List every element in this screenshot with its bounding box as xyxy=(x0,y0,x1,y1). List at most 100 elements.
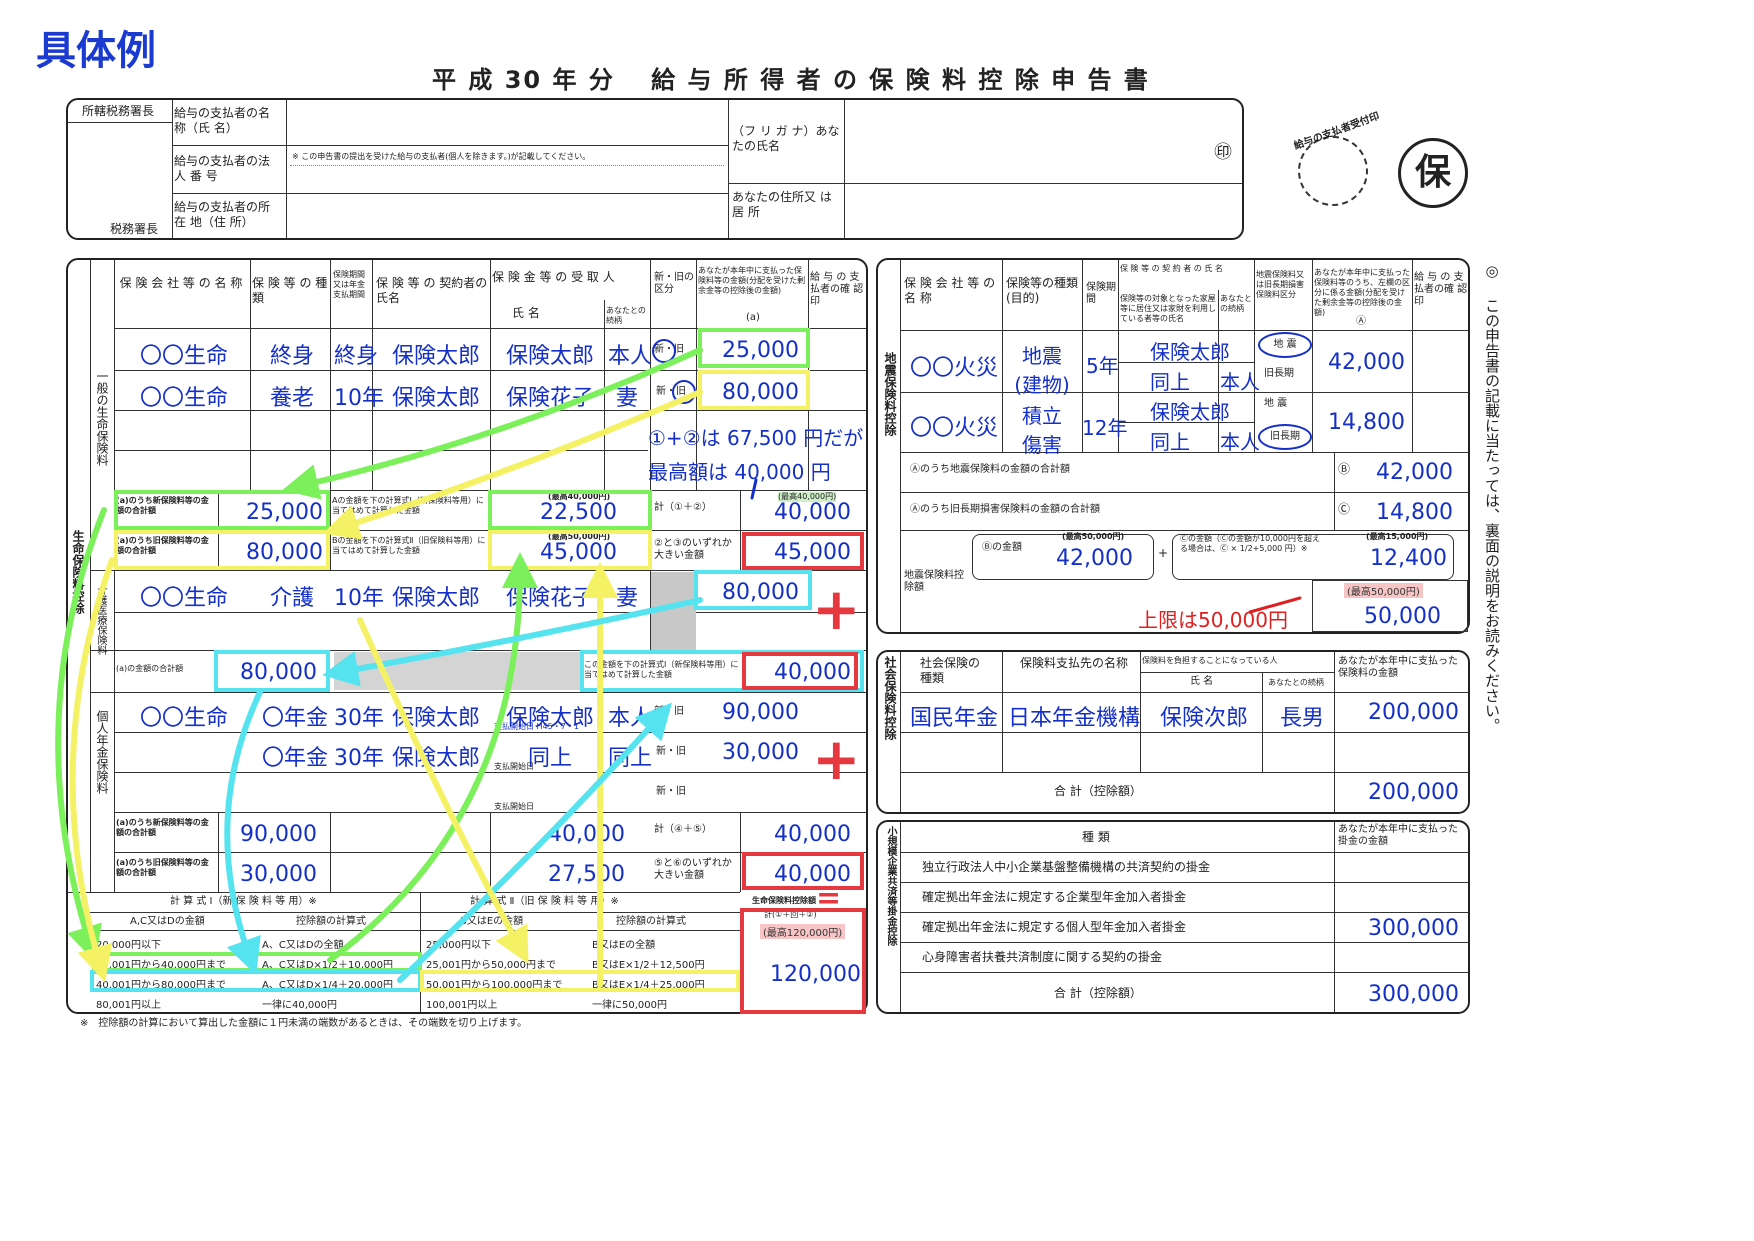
larger56-label: ⑤と⑥のいずれか大きい金額 xyxy=(654,858,732,881)
eq-row-type: 地震(建物) xyxy=(1014,344,1070,397)
eq-c-rule: Ⓒの金額（Ⓒの金額が10,000円を超える場合は、Ⓒ × 1/2+5,000 円… xyxy=(1180,534,1320,553)
col-confirm: 給 与 の 支払者の確 認 印 xyxy=(810,272,864,307)
calc-footnote: ※ 控除額の計算において算出した金額に１円未満の端数があるときは、その端数を切り… xyxy=(80,1018,528,1029)
payer-number-field[interactable] xyxy=(290,165,724,192)
pension-row-recipient: 同上 xyxy=(528,746,573,771)
eq-col-type: 保険等の種類(目的) xyxy=(1006,276,1079,305)
formula2-label: Bの金額を下の計算式Ⅱ（旧保険料等用）に当てはめて計算した金額 xyxy=(332,536,486,555)
eq-col-a: Ⓐ xyxy=(1356,316,1366,327)
eq-b-value: 42,000 xyxy=(1376,460,1453,485)
general-row-type: 終身 xyxy=(270,344,315,369)
sum-new-label: (a)のうち新保険料等の金額の合計額 xyxy=(116,496,209,515)
care-row-contractor: 保険太郎 xyxy=(392,586,481,611)
pension-row-amount: 90,000 xyxy=(722,700,799,725)
header-box xyxy=(66,98,1244,240)
larger-label: ②と③のいずれか大きい金額 xyxy=(654,538,732,561)
highlight-yellow-2 xyxy=(488,530,652,570)
tax-office-label: 所轄税務署長 xyxy=(82,104,155,118)
eq-plus-label: + xyxy=(1158,546,1169,560)
small-enterprise-box xyxy=(876,820,1470,1014)
general-row-amount: 80,000 xyxy=(722,380,799,405)
max-50000: (最高50,000円) xyxy=(548,532,611,541)
care-label: 介護医療保険料 xyxy=(95,585,106,655)
eq-col-relation: あなたとの続柄 xyxy=(1220,294,1252,313)
eq-row-amount: 42,000 xyxy=(1328,350,1405,375)
col-a: (a) xyxy=(746,312,760,323)
eq-row-kind1: 地 震 xyxy=(1264,398,1288,409)
small-row-label: 確定拠出年金法に規定する企業型年金加入者掛金 xyxy=(922,890,1187,904)
eq-total-cell xyxy=(1312,580,1468,632)
eq-row-period: 5年 xyxy=(1086,354,1119,378)
pension-row-company: 〇〇生命 xyxy=(140,706,229,731)
sum12-label: 計（①＋②） xyxy=(654,502,712,513)
small-section-label: 小規模企業共済等掛金控除 xyxy=(885,826,896,946)
eq-col-contractor: 保 険 等 の 契 約 者 の 氏 名 xyxy=(1120,264,1223,273)
pension-row-recipient: 保険太郎 xyxy=(506,706,595,731)
eq-b-box xyxy=(972,534,1154,580)
care-row-company: 〇〇生命 xyxy=(140,586,229,611)
eq-col-company: 保 険 会 社 等 の 名 称 xyxy=(904,276,996,305)
small-col-kind: 種 類 xyxy=(1082,830,1110,844)
equals-icon: = xyxy=(816,881,842,916)
value-i: 45,000 xyxy=(774,540,851,565)
value-ha: 40,000 xyxy=(774,862,851,887)
pension-row-period: 30年 xyxy=(334,746,384,771)
pension-row-period: 30年 xyxy=(334,706,384,731)
eq-row-relation: 本人 xyxy=(1220,370,1260,394)
small-row-label: 確定拠出年金法に規定する個人型年金加入者掛金 xyxy=(922,920,1187,934)
highlight-yellow-b xyxy=(114,530,330,570)
plus-icon: + xyxy=(812,725,861,793)
pension-row-start: 支払開始日 H45・7・1 xyxy=(494,722,579,731)
eq-row-company: 〇〇火災 xyxy=(910,416,999,441)
general-row-type: 養老 xyxy=(270,386,315,411)
eq-row-resident: 同上 xyxy=(1150,430,1190,454)
general-row-contractor: 保険太郎 xyxy=(392,344,481,369)
highlight-green-1 xyxy=(488,490,652,530)
note-line-1: ①+②は 67,500 円だが xyxy=(648,426,864,450)
max-40000-3: (最高40,000円) xyxy=(778,492,837,502)
calc-title-1: 計 算 式 Ⅰ（新 保 険 料 等 用）※ xyxy=(170,896,317,907)
eq-b-final: 42,000 xyxy=(1056,546,1133,571)
eq-limit-note: 上限は50,000円 xyxy=(1138,608,1288,632)
general-row-amount: 25,000 xyxy=(722,338,799,363)
plus-icon: + xyxy=(812,575,861,643)
small-total-value: 300,000 xyxy=(1368,982,1459,1007)
eq-col-kind: 地震保険料又は旧長期損害保険料区分 xyxy=(1256,270,1304,299)
calc-header-formula: 控除額の計算式 xyxy=(616,916,686,927)
social-total-label: 合 計（控除額） xyxy=(1054,784,1142,798)
col-type: 保 険 等 の 種 類 xyxy=(252,276,328,305)
col-contractor: 保 険 等 の 契約者の氏名 xyxy=(376,276,488,305)
general-row-recipient: 保険太郎 xyxy=(506,344,595,369)
small-total-label: 合 計（控除額） xyxy=(1054,986,1142,1000)
furigana-label: （フ リ ガ ナ）あなたの氏名 xyxy=(732,124,840,153)
eq-row-kind1: 地 震 xyxy=(1258,332,1312,358)
social-row-payee: 日本年金機構 xyxy=(1008,706,1141,731)
eq-max-50000: (最高50,000円) xyxy=(1062,532,1125,541)
payer-number-label: 給与の支払者の法 人 番 号 xyxy=(174,154,271,183)
col-relation: あなたとの続柄 xyxy=(606,306,646,325)
care-sum-label: (a)の金額の合計額 xyxy=(116,664,184,673)
general-row-contractor: 保険太郎 xyxy=(392,386,481,411)
ho-mark: 保 xyxy=(1398,138,1468,208)
care-row-period: 10年 xyxy=(334,586,384,611)
social-row-name: 保険次郎 xyxy=(1160,706,1249,731)
general-row-company: 〇〇生命 xyxy=(140,344,229,369)
highlight-red-ha xyxy=(742,852,864,890)
formula1-label: Aの金額を下の計算式Ⅰ（新保険料等用）に当てはめて計算した金額 xyxy=(332,496,484,515)
newold-circle xyxy=(652,339,676,363)
page-title: 平 成 30 年 分 給 与 所 得 者 の 保 険 料 控 除 申 告 書 xyxy=(432,66,1150,94)
sum-old-label: (a)のうち旧保険料等の金額の合計額 xyxy=(116,536,209,555)
address-label: あなたの住所又 は 居 所 xyxy=(732,190,832,219)
social-col-name: 氏 名 xyxy=(1190,676,1214,687)
small-row-label: 心身障害者扶養共済制度に関する契約の掛金 xyxy=(922,950,1163,964)
eq-row-type: 積立傷害 xyxy=(1022,404,1062,457)
note-line-2: 最高額は 40,000 円 xyxy=(648,460,831,484)
receipt-stamp xyxy=(1298,136,1368,206)
eq-row-kind2: 旧長期 xyxy=(1264,368,1294,379)
heading: 具体例 xyxy=(36,28,156,74)
side-note: ◎ この申告書の記載に当たっては、裏面の説明をお読みください。 xyxy=(1483,262,1501,733)
highlight-cyan-care-formula xyxy=(580,650,864,692)
calc-header-acd: A,C又はDの金額 xyxy=(130,916,205,927)
